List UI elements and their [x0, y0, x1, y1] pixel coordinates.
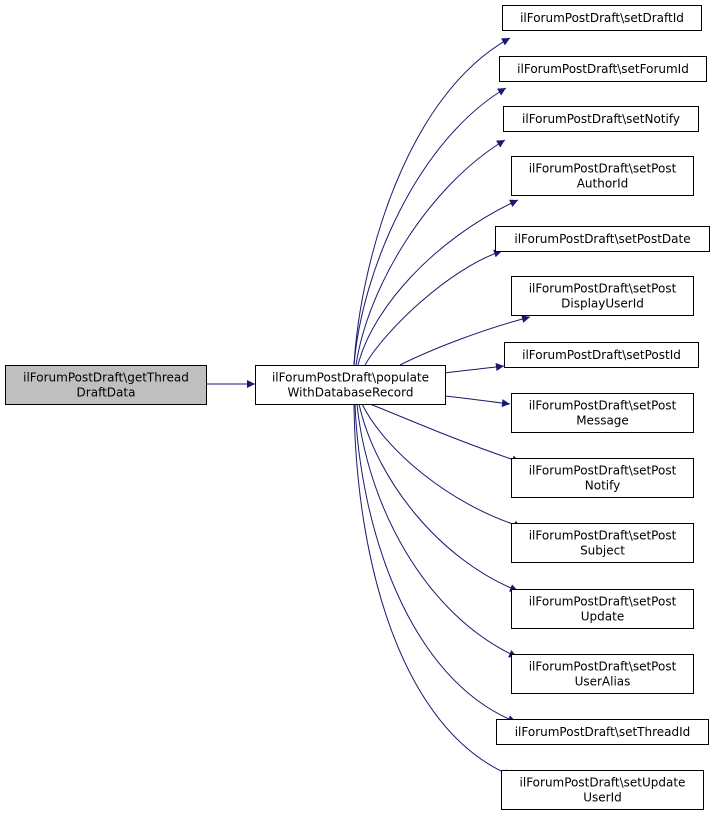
edges-layer: [206, 37, 531, 777]
edge-populate-to-callee-5: [364, 249, 503, 366]
node-callee-2[interactable]: ilForumPostDraft\setForumId: [499, 56, 707, 82]
node-callee-4-box: [511, 156, 694, 196]
node-callee-13-label-line-1: ilForumPostDraft\setThreadId: [515, 725, 691, 739]
edge-populate-to-callee-10-line: [361, 403, 523, 529]
node-get-thread-draft-data-label-line-1: ilForumPostDraft\getThread: [23, 371, 189, 385]
node-callee-3-box: [503, 106, 699, 132]
node-callee-12-label-line-1: ilForumPostDraft\setPost: [529, 660, 677, 674]
node-callee-3-label-line-1: ilForumPostDraft\setNotify: [522, 112, 680, 126]
node-callee-8-label-line-1: ilForumPostDraft\setPost: [529, 399, 677, 413]
node-callee-2-box: [499, 56, 707, 82]
node-populate-with-database-record-label-line-2: WithDatabaseRecord: [288, 386, 414, 400]
node-callee-6-label-line-1: ilForumPostDraft\setPost: [529, 282, 677, 296]
node-populate-with-database-record[interactable]: ilForumPostDraft\populateWithDatabaseRec…: [255, 365, 446, 405]
edge-populate-to-callee-2-line: [353, 87, 507, 366]
node-callee-13-box: [496, 719, 709, 745]
edge-populate-to-callee-12: [356, 403, 518, 658]
edge-populate-to-callee-12-line: [356, 403, 518, 658]
edge-populate-to-callee-9: [369, 403, 521, 464]
edge-populate-to-callee-1-line: [353, 37, 511, 366]
node-callee-9-label-line-2: Notify: [585, 479, 620, 493]
edge-populate-to-callee-6-line: [399, 315, 531, 366]
node-callee-14-label-line-2: UserId: [583, 791, 622, 805]
node-get-thread-draft-data-box: [5, 365, 207, 405]
edge-populate-to-callee-6: [399, 315, 531, 366]
edge-populate-to-callee-2: [353, 87, 507, 366]
edge-populate-to-callee-13-line: [354, 403, 517, 723]
edge-populate-to-callee-13: [354, 403, 517, 723]
edge-populate-to-callee-11: [358, 403, 519, 592]
node-callee-8-label-line-2: Message: [576, 414, 629, 428]
edge-populate-to-callee-3-line: [355, 139, 506, 366]
edge-populate-to-callee-8-line: [444, 395, 511, 408]
edge-populate-to-callee-5-line: [364, 249, 503, 366]
node-callee-5[interactable]: ilForumPostDraft\setPostDate: [495, 226, 710, 252]
edge-populate-to-callee-7: [444, 363, 505, 374]
nodes-layer: ilForumPostDraft\getThreadDraftDatailFor…: [5, 5, 710, 810]
edge-populate-to-callee-14: [353, 403, 513, 777]
node-callee-5-box: [495, 226, 710, 252]
node-callee-12-box: [511, 654, 694, 694]
node-callee-10-label-line-2: Subject: [580, 544, 625, 558]
node-callee-14-box: [501, 770, 704, 810]
node-callee-2-label-line-1: ilForumPostDraft\setForumId: [517, 62, 689, 76]
edge-populate-to-callee-4: [357, 199, 519, 366]
node-callee-7[interactable]: ilForumPostDraft\setPostId: [504, 342, 699, 368]
node-callee-7-label-line-1: ilForumPostDraft\setPostId: [522, 348, 681, 362]
node-callee-3[interactable]: ilForumPostDraft\setNotify: [503, 106, 699, 132]
node-callee-14-label-line-1: ilForumPostDraft\setUpdate: [520, 776, 686, 790]
node-callee-6-label-line-2: DisplayUserId: [561, 297, 644, 311]
node-callee-10-label-line-1: ilForumPostDraft\setPost: [529, 529, 677, 543]
node-callee-13[interactable]: ilForumPostDraft\setThreadId: [496, 719, 709, 745]
node-populate-with-database-record-box: [255, 365, 446, 405]
edge-populate-to-callee-7-line: [444, 363, 505, 374]
node-callee-1-box: [502, 5, 702, 31]
node-get-thread-draft-data-label-line-2: DraftData: [77, 386, 136, 400]
node-populate-with-database-record-label-line-1: ilForumPostDraft\populate: [272, 371, 429, 385]
edge-populate-to-callee-10: [361, 403, 523, 529]
node-callee-1[interactable]: ilForumPostDraft\setDraftId: [502, 5, 702, 31]
node-callee-5-label-line-1: ilForumPostDraft\setPostDate: [514, 232, 690, 246]
node-callee-9-box: [511, 458, 694, 498]
node-callee-4-label-line-2: AuthorId: [577, 177, 629, 191]
node-callee-1-label-line-1: ilForumPostDraft\setDraftId: [520, 11, 684, 25]
edge-populate-to-callee-4-line: [357, 199, 519, 366]
node-callee-12-label-line-2: UserAlias: [575, 675, 631, 689]
edge-populate-to-callee-9-line: [369, 403, 521, 464]
edge-populate-to-callee-14-line: [353, 403, 513, 777]
node-callee-9-label-line-1: ilForumPostDraft\setPost: [529, 464, 677, 478]
node-callee-4-label-line-1: ilForumPostDraft\setPost: [529, 162, 677, 176]
node-callee-7-box: [504, 342, 699, 368]
edge-populate-to-callee-1: [353, 37, 511, 366]
node-callee-11-label-line-1: ilForumPostDraft\setPost: [529, 595, 677, 609]
node-callee-11-box: [511, 589, 694, 629]
node-callee-8-box: [511, 393, 694, 433]
edge-populate-to-callee-8: [444, 395, 511, 408]
edge-populate-to-callee-3: [355, 139, 506, 366]
edge-populate-to-callee-11-line: [358, 403, 519, 592]
node-callee-11-label-line-2: Update: [581, 610, 624, 624]
node-callee-6-box: [511, 276, 694, 316]
node-callee-10-box: [511, 523, 694, 563]
